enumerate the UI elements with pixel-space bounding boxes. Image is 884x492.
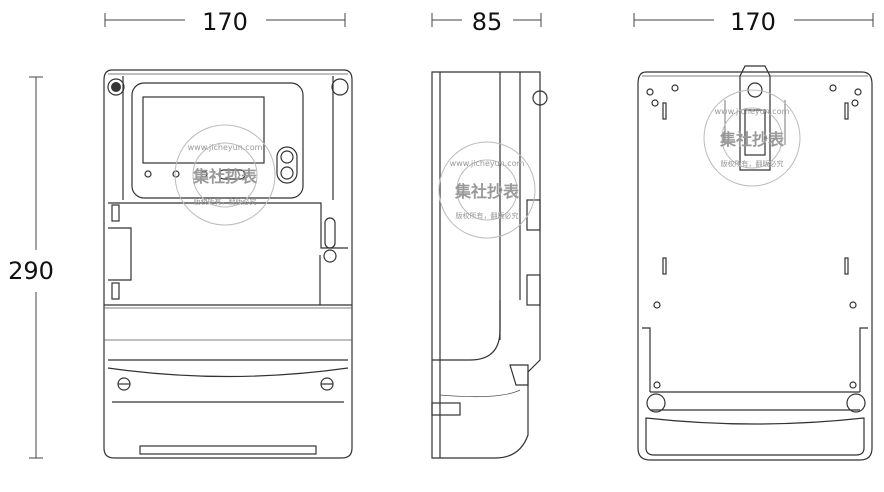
watermark-name: 集社抄表	[192, 167, 258, 186]
watermark-front: www.jicheyun.com 集社抄表 版权所有，翻版必究	[174, 124, 276, 226]
watermark-note: 版权所有，翻版必究	[456, 211, 519, 220]
back-width-label: 170	[730, 8, 776, 36]
watermark-name: 集社抄表	[454, 182, 520, 201]
dimension-back-width: 170	[633, 8, 874, 36]
dimension-front-width: 170	[104, 8, 346, 36]
front-view	[103, 69, 353, 459]
watermark-note: 版权所有，翻版必究	[721, 159, 784, 168]
watermark-side: www.jicheyun.com 集社抄表 版权所有，翻版必究	[438, 141, 536, 239]
watermark-url: www.jicheyun.com	[715, 107, 790, 116]
side-view	[431, 71, 548, 459]
back-view	[637, 65, 873, 461]
front-width-label: 170	[202, 8, 248, 36]
height-label: 290	[8, 257, 54, 285]
dimension-side-depth: 85	[431, 8, 542, 36]
watermark-url: www.jicheyun.com	[450, 159, 525, 168]
watermark-note: 版权所有，翻版必究	[194, 197, 257, 206]
side-depth-label: 85	[472, 8, 503, 36]
dimension-height: 290	[8, 76, 54, 459]
watermark-back: www.jicheyun.com 集社抄表 版权所有，翻版必究	[703, 89, 801, 187]
watermark-name: 集社抄表	[719, 130, 785, 149]
watermark-url: www.jicheyun.com	[188, 143, 263, 152]
